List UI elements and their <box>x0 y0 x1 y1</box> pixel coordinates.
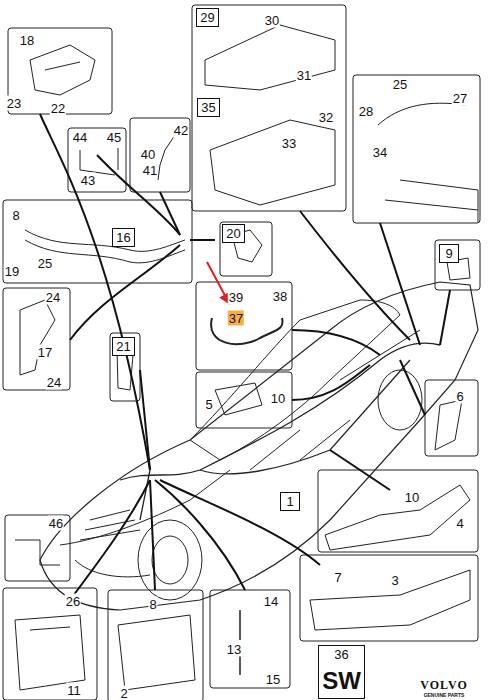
callout-number: 46 <box>48 516 64 531</box>
callout-number: 5 <box>204 397 213 412</box>
callout-number: 34 <box>372 145 388 160</box>
callout-number: 43 <box>80 173 96 188</box>
callout-number: 24 <box>45 290 61 305</box>
callout-number: 41 <box>142 163 158 178</box>
brand-logo: VOLVO <box>419 678 468 692</box>
callout-number: 2 <box>119 686 128 700</box>
callout-number: 30 <box>264 13 280 28</box>
reference-box: 29 <box>196 8 219 27</box>
callout-number: 45 <box>106 130 122 145</box>
callout-number: 27 <box>452 91 468 106</box>
callout-number: 20 <box>226 227 241 240</box>
callout-number: 42 <box>173 123 189 138</box>
callout-number: 18 <box>19 33 35 48</box>
callout-number: 13 <box>226 642 242 657</box>
callout-number: 22 <box>50 101 66 116</box>
callout-number: 17 <box>37 345 53 360</box>
callout-number: 11 <box>66 683 82 698</box>
callout-number: 16 <box>116 231 131 244</box>
callout-number: 3 <box>390 573 399 588</box>
callout-number: 6 <box>455 389 464 404</box>
callout-number: 40 <box>140 147 156 162</box>
reference-box: 21 <box>112 337 135 356</box>
callout-number: 25 <box>392 77 408 92</box>
callout-number: 14 <box>263 594 279 609</box>
variant-box: 36SW <box>318 645 365 699</box>
callout-number: 19 <box>4 264 20 279</box>
callout-number: 36 <box>322 648 361 661</box>
callout-number: 37 <box>228 311 244 326</box>
reference-box: 35 <box>197 98 220 117</box>
reference-box: 20 <box>222 224 245 243</box>
callout-number: 10 <box>270 391 286 406</box>
reference-box: 9 <box>439 244 459 263</box>
callout-number: 39 <box>228 290 244 305</box>
callout-number: 23 <box>6 96 22 111</box>
callout-number: 29 <box>200 11 215 24</box>
callout-number: 21 <box>116 340 131 353</box>
callout-number: 35 <box>201 101 216 114</box>
variant-code: SW <box>322 669 361 693</box>
brand-logo: GENUINE PARTS <box>423 692 466 699</box>
callout-number: 38 <box>272 289 288 304</box>
callout-number: 8 <box>148 597 157 612</box>
callout-number: 44 <box>72 130 88 145</box>
callout-number: 31 <box>296 68 312 83</box>
callout-number: 33 <box>281 136 297 151</box>
callout-number: 10 <box>404 490 420 505</box>
callout-number: 24 <box>46 375 62 390</box>
callout-number: 26 <box>65 594 81 609</box>
callout-number: 4 <box>455 516 464 531</box>
callout-number: 15 <box>265 672 281 687</box>
callout-number: 7 <box>333 570 342 585</box>
callout-number: 9 <box>443 247 455 260</box>
callout-number: 32 <box>318 110 334 125</box>
reference-box: 1 <box>280 492 300 511</box>
reference-box: 16 <box>112 228 135 247</box>
callout-number: 1 <box>284 495 296 508</box>
callout-number: 25 <box>37 256 53 271</box>
callout-number: 28 <box>358 104 374 119</box>
callout-number: 8 <box>11 208 20 223</box>
